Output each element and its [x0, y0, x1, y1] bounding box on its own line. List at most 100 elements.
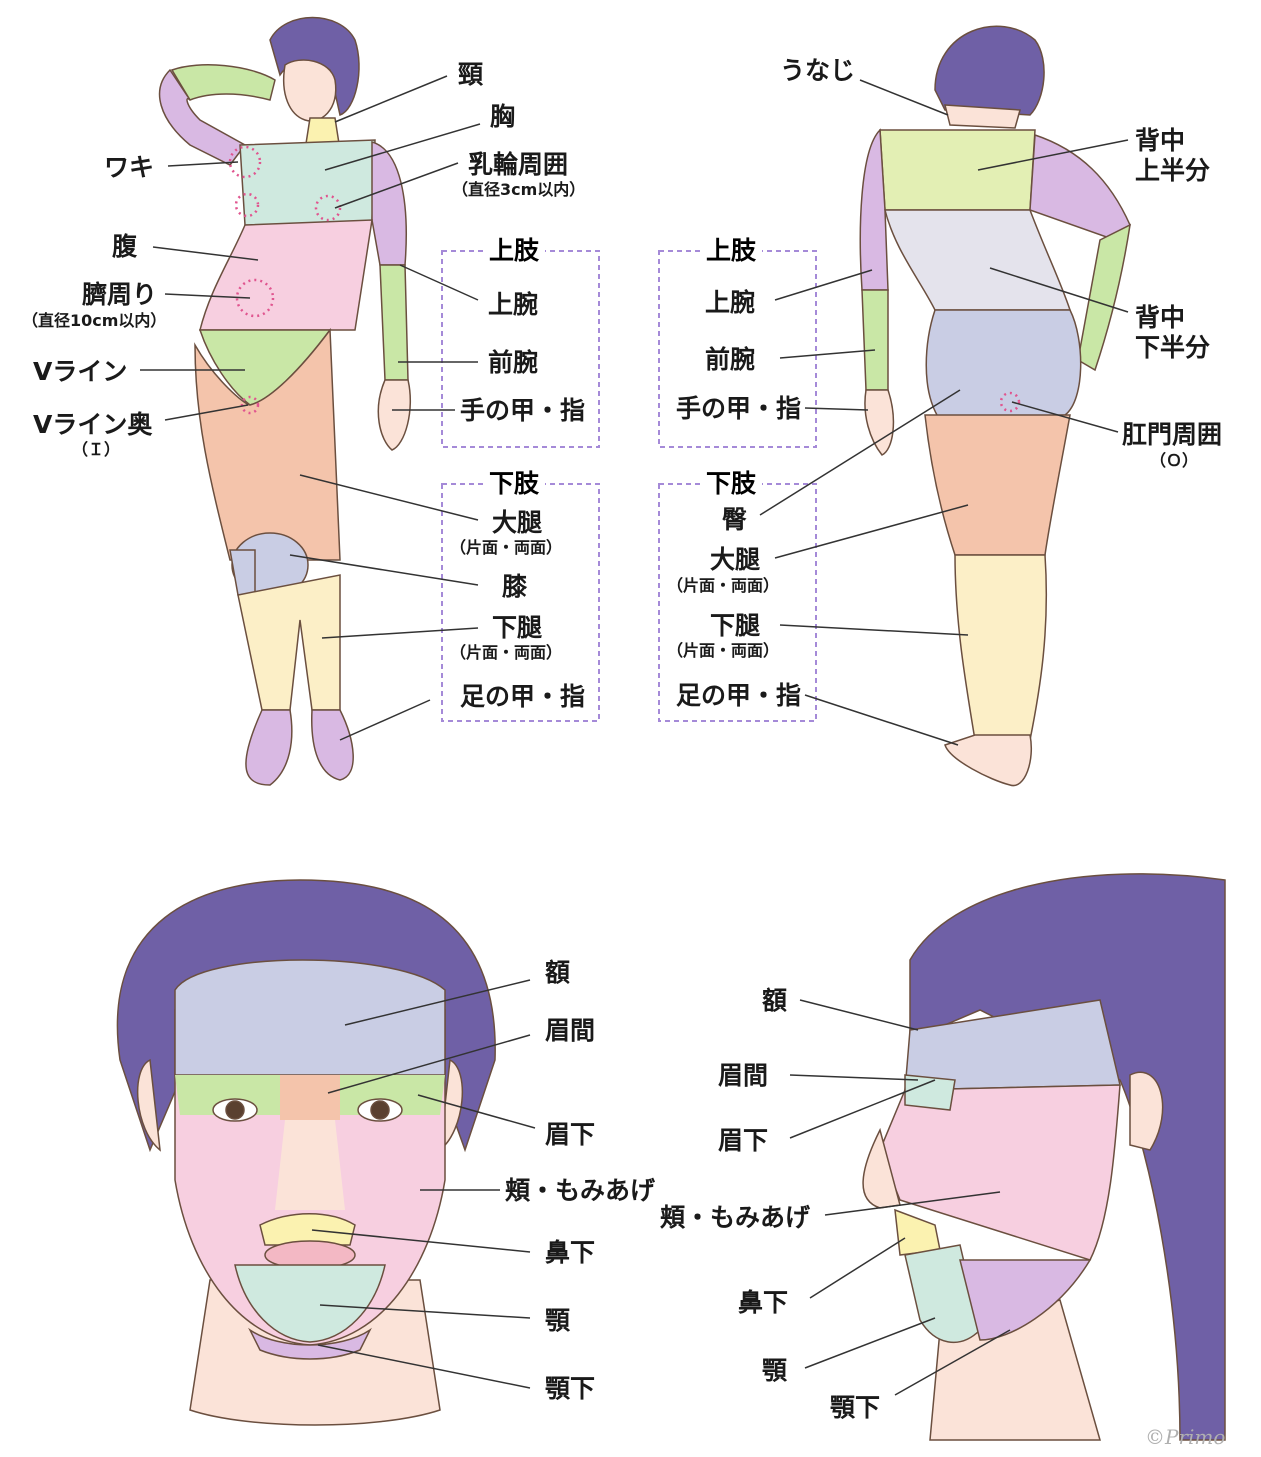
- label-anus: 肛門周囲: [1122, 420, 1223, 449]
- label-face-cheek: 頬・もみあげ: [505, 1176, 656, 1205]
- label-back-foot: 足の甲・指: [676, 681, 802, 710]
- back-feet: [944, 734, 1032, 787]
- side-face-brow: [904, 1074, 956, 1111]
- label-back-hand: 手の甲・指: [676, 394, 802, 423]
- label-back-upper-arm: 上腕: [705, 288, 756, 317]
- label-side-under-chin: 顎下: [830, 1393, 881, 1422]
- label-side-under-brow: 眉下: [718, 1126, 769, 1155]
- areola-marker-left: [234, 192, 260, 218]
- label-navel: 臍周り: [82, 280, 158, 309]
- label-face-under-nose: 鼻下: [545, 1238, 596, 1267]
- front-raised-upper-arm: [170, 64, 276, 101]
- front-foot-left: [245, 709, 293, 786]
- label-side-chin: 顎: [762, 1356, 788, 1385]
- label-areola: 乳輪周囲: [468, 150, 569, 179]
- credit-text: ©Primo: [1145, 1425, 1226, 1449]
- front-face-forehead: [174, 959, 446, 1076]
- front-lower-limb-header: 下肢: [483, 471, 546, 496]
- back-left-hand: [864, 389, 895, 456]
- label-face-under-chin: 顎下: [545, 1374, 596, 1403]
- label-front-thigh-note: （片面・両面）: [450, 538, 563, 557]
- front-chest: [239, 139, 376, 231]
- label-front-upper-arm: 上腕: [488, 290, 539, 319]
- back-right-upper-arm: [1029, 133, 1131, 241]
- back-lower-back: [884, 209, 1072, 311]
- side-face-ear: [1129, 1071, 1164, 1151]
- front-upper-limb-box: [441, 250, 600, 448]
- label-face-under-brow: 眉下: [545, 1120, 596, 1149]
- label-front-lower-leg-note: （片面・両面）: [450, 643, 563, 662]
- front-body-figure: [159, 16, 412, 786]
- front-left-upper-arm: [371, 141, 407, 266]
- front-face-chin: [234, 1264, 386, 1343]
- front-face-iris-right: [370, 1100, 390, 1120]
- label-nape: うなじ: [780, 56, 856, 85]
- front-face-ears-left: [137, 1058, 161, 1152]
- label-armpit: ワキ: [104, 153, 155, 182]
- label-face-forehead: 額: [545, 958, 571, 987]
- front-thighs: [194, 327, 341, 561]
- label-front-thigh: 大腿: [492, 508, 543, 537]
- front-belly: [199, 219, 373, 331]
- front-face-nose: [275, 1120, 345, 1210]
- label-belly: 腹: [112, 232, 138, 261]
- front-lower-limb-box: [441, 483, 600, 722]
- label-lower-back-2: 下半分: [1135, 333, 1211, 362]
- label-chest: 胸: [490, 102, 516, 131]
- navel-marker: [235, 278, 275, 318]
- front-face-figure: [116, 879, 496, 1426]
- label-anus-note: （Ｏ）: [1150, 451, 1199, 470]
- label-back-lower-leg: 下腿: [710, 611, 761, 640]
- areola-marker-right: [314, 194, 342, 222]
- label-front-hand: 手の甲・指: [460, 396, 586, 425]
- label-knee: 膝: [502, 572, 528, 601]
- back-thighs: [924, 414, 1071, 556]
- label-neck: 頸: [458, 60, 484, 89]
- label-back-thigh: 大腿: [710, 545, 761, 574]
- side-face-undernose: [894, 1208, 941, 1256]
- anus-marker: [999, 391, 1021, 413]
- front-dotted-markers: [228, 145, 342, 415]
- front-upper-limb-header: 上肢: [483, 238, 546, 263]
- label-side-glabella: 眉間: [718, 1061, 769, 1090]
- back-upper-limb-box: [658, 250, 817, 448]
- label-back-thigh-note: （片面・両面）: [667, 576, 780, 595]
- side-face-underchin: [959, 1259, 1092, 1341]
- label-side-cheek: 頬・もみあげ: [660, 1203, 811, 1232]
- front-lower-legs: [237, 574, 341, 711]
- label-front-lower-leg: 下腿: [492, 613, 543, 642]
- label-face-glabella: 眉間: [545, 1016, 596, 1045]
- leader-lines: [140, 75, 1129, 1396]
- front-face-undernose: [259, 1213, 356, 1246]
- back-buttocks: [925, 309, 1082, 421]
- label-areola-note: （直径3cm以内）: [452, 180, 586, 199]
- label-side-under-nose: 鼻下: [738, 1288, 789, 1317]
- label-front-forearm: 前腕: [488, 348, 539, 377]
- armpit-marker: [228, 145, 262, 179]
- back-right-forearm: [1077, 223, 1131, 372]
- front-face: [283, 59, 337, 122]
- label-back-forearm: 前腕: [705, 345, 756, 374]
- label-lower-back-1: 背中: [1135, 303, 1186, 332]
- label-vline-inner-note: （Ｉ）: [72, 440, 121, 459]
- front-face-iris-left: [225, 1100, 245, 1120]
- back-lower-limb-box: [658, 483, 817, 722]
- label-front-foot: 足の甲・指: [460, 682, 586, 711]
- side-face-figure: [862, 873, 1226, 1441]
- front-face-underchin: [248, 1327, 372, 1360]
- back-lower-legs: [954, 554, 1048, 741]
- back-upper-back: [879, 129, 1036, 211]
- back-hair: [934, 25, 1045, 116]
- label-upper-back-1: 背中: [1135, 126, 1186, 155]
- label-upper-back-2: 上半分: [1135, 156, 1211, 185]
- back-upper-limb-header: 上肢: [700, 238, 763, 263]
- label-navel-note: （直径10cm以内）: [22, 311, 167, 330]
- front-knee-right: [229, 549, 256, 596]
- label-back-lower-leg-note: （片面・両面）: [667, 641, 780, 660]
- back-left-forearm: [861, 289, 889, 391]
- vline-inner-marker: [240, 395, 260, 415]
- front-face-glabella: [280, 1075, 340, 1120]
- back-body-figure: [859, 25, 1131, 787]
